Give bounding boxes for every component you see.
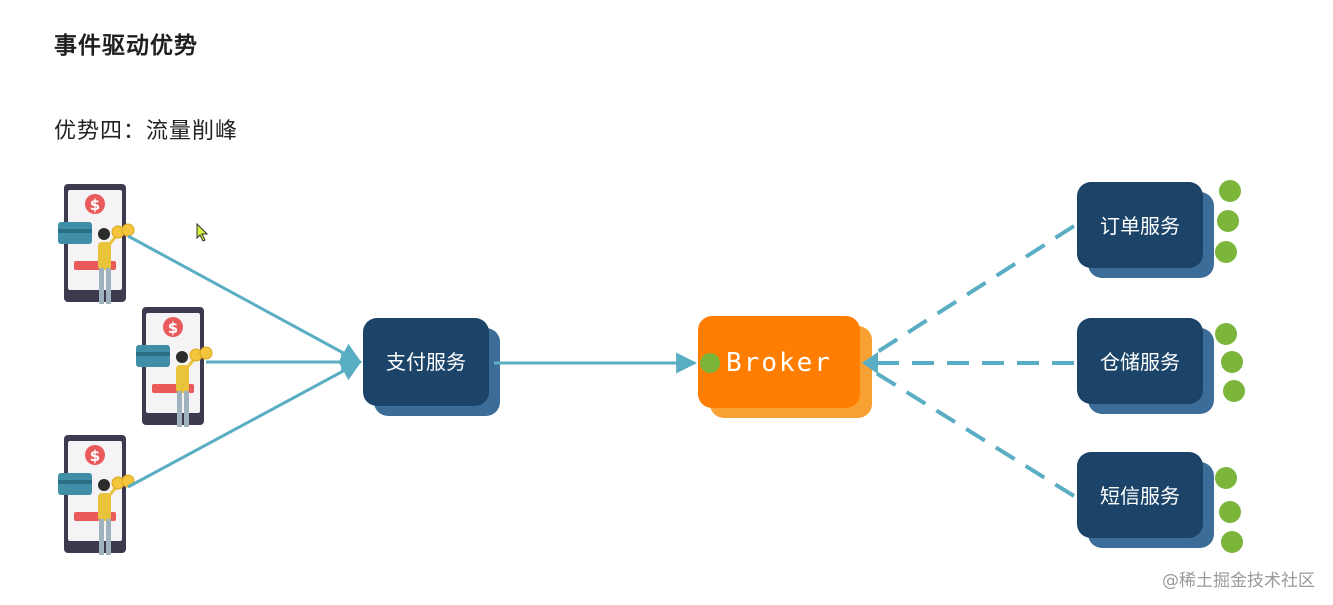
broker-label: Broker — [726, 348, 832, 378]
page-title: 事件驱动优势 — [54, 33, 198, 59]
storage-service-label: 仓储服务 — [1100, 350, 1180, 374]
message-dot-icon — [1219, 180, 1241, 202]
sms-link — [866, 366, 1076, 498]
message-dot-icon — [1215, 241, 1237, 263]
message-dot-icon — [1219, 501, 1241, 523]
message-dot-icon — [1217, 210, 1239, 232]
client-1 — [56, 182, 136, 306]
order-service-node: 订单服务 — [1077, 180, 1241, 278]
payment-service-label: 支付服务 — [386, 350, 466, 374]
payment-service-node: 支付服务 — [363, 318, 500, 416]
broker-node: Broker — [698, 316, 872, 418]
order-service-label: 订单服务 — [1100, 214, 1180, 238]
message-dot-icon — [1215, 467, 1237, 489]
consumer-to-broker-links — [862, 224, 1076, 498]
sms-service-label: 短信服务 — [1100, 484, 1180, 508]
broker-inbound-arrow — [862, 352, 878, 374]
message-dot-icon — [1221, 531, 1243, 553]
client-3-link — [127, 360, 362, 489]
storage-service-node: 仓储服务 — [1077, 318, 1245, 414]
page-subtitle: 优势四：流量削峰 — [54, 119, 239, 144]
message-dot-icon — [1223, 380, 1245, 402]
client-3 — [56, 433, 136, 557]
order-link — [866, 224, 1076, 360]
message-dot-icon — [1221, 351, 1243, 373]
mouse-cursor-icon — [196, 222, 209, 242]
sms-service-node: 短信服务 — [1077, 452, 1243, 553]
client-1-link — [127, 234, 362, 364]
client-to-payment-links — [127, 234, 363, 489]
client-2 — [134, 305, 214, 429]
message-dot-icon — [700, 353, 720, 373]
watermark: @稀土掘金技术社区 — [1162, 571, 1315, 591]
message-dot-icon — [1215, 323, 1237, 345]
